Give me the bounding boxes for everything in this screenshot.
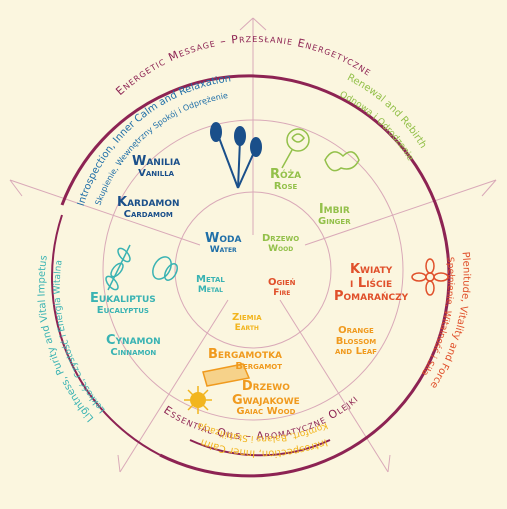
- ginger-icon: [324, 151, 360, 172]
- element-fire-en: Fire: [273, 287, 291, 298]
- oil-cinnamon-pl: Cynamon: [106, 333, 161, 348]
- oil-rose-pl: Róża: [270, 167, 302, 182]
- oil-guaiac-en: Gaiac Wood: [236, 406, 296, 418]
- lavender-icon: [210, 122, 262, 189]
- outer-top-title: Energetic Message – Przesłanie Energetyc…: [113, 32, 374, 98]
- oil-eucalyptus-pl: Eukaliptus: [90, 291, 156, 306]
- oil-cinnamon: Cynamon Cinnamon: [106, 334, 161, 358]
- element-earth-en: Earth: [234, 322, 259, 333]
- oil-eucalyptus: Eukaliptus Eucalyptus: [90, 292, 156, 316]
- oil-neroli-pl-line1: Kwiaty: [349, 262, 393, 277]
- oil-rose-en: Rose: [273, 180, 298, 192]
- guaiac-icon: [184, 386, 212, 414]
- oil-eucalyptus-en: Eucalyptus: [96, 304, 149, 316]
- element-metal: Metal Metal: [196, 274, 225, 295]
- oil-ginger-en: Ginger: [318, 215, 351, 227]
- top-left-en: Introspection, Inner Calm and Relaxation: [76, 73, 232, 207]
- oil-neroli-en-line1: Orange: [338, 325, 374, 336]
- element-wood-pl: Drzewo: [262, 233, 300, 244]
- oil-cinnamon-en: Cinnamon: [110, 346, 157, 358]
- guide-lines: [9, 17, 497, 473]
- inner-arc: [189, 439, 331, 457]
- oil-guaiac: Drzewo Gwajakowe Gaiac Wood: [232, 380, 300, 418]
- left-pl: Lekkość, Czystość i Energia Witalna: [53, 260, 108, 415]
- element-earth: Ziemia Earth: [232, 312, 262, 333]
- oil-cardamom-en: Cardamom: [123, 208, 173, 220]
- oil-neroli-pl-line2: i Liście: [350, 275, 393, 291]
- oil-guaiac-pl-line2: Gwajakowe: [232, 392, 300, 408]
- element-water-en: Water: [209, 244, 237, 255]
- element-water: Woda Water: [205, 232, 241, 255]
- oil-neroli-pl-line3: Pomarańczy: [334, 289, 409, 305]
- element-earth-pl: Ziemia: [232, 312, 262, 323]
- oil-vanilla: Wanilia Vanilla: [132, 155, 180, 179]
- oil-orange-blossom-en: Orange Blossom and Leaf: [335, 325, 377, 358]
- oil-neroli-en-line3: and Leaf: [335, 346, 377, 357]
- oil-ginger: Imbir Ginger: [318, 203, 351, 227]
- orange-blossom-icon: [411, 258, 449, 296]
- oil-guaiac-pl-line1: Drzewo: [241, 379, 290, 394]
- element-wood: Drzewo Wood: [262, 233, 300, 254]
- element-fire-pl: Ogień: [268, 277, 296, 288]
- oil-vanilla-pl: Wanilia: [132, 154, 181, 169]
- oil-neroli-en-line2: Blossom: [335, 335, 377, 347]
- element-fire: Ogień Fire: [268, 277, 296, 298]
- cinnamon-icon: [152, 256, 178, 281]
- top-right-en: Renewal and Rebirth: [345, 72, 428, 150]
- element-water-pl: Woda: [205, 231, 242, 246]
- oil-bergamot-pl: Bergamotka: [208, 347, 283, 362]
- element-wood-en: Wood: [268, 243, 294, 254]
- outer-ring-left: [51, 214, 161, 456]
- oil-bergamot: Bergamotka Bergamot: [208, 348, 282, 372]
- bergamot-icon: [202, 363, 251, 387]
- outer-ring: [60, 74, 451, 478]
- oil-rose: Róża Rose: [270, 168, 301, 192]
- oil-cardamom-pl: Kardamon: [117, 195, 180, 210]
- rose-icon: [281, 128, 310, 169]
- oil-bergamot-en: Bergamot: [235, 360, 283, 372]
- eucalyptus-icon: [105, 244, 131, 291]
- oil-orange-blossom-pl: Kwiaty i Liście Pomarańczy: [334, 263, 408, 304]
- oil-cardamom: Kardamon Cardamom: [117, 196, 180, 220]
- element-metal-en: Metal: [197, 284, 223, 295]
- element-metal-pl: Metal: [196, 274, 225, 285]
- oil-vanilla-en: Vanilla: [138, 167, 175, 179]
- oil-ginger-pl: Imbir: [318, 202, 350, 217]
